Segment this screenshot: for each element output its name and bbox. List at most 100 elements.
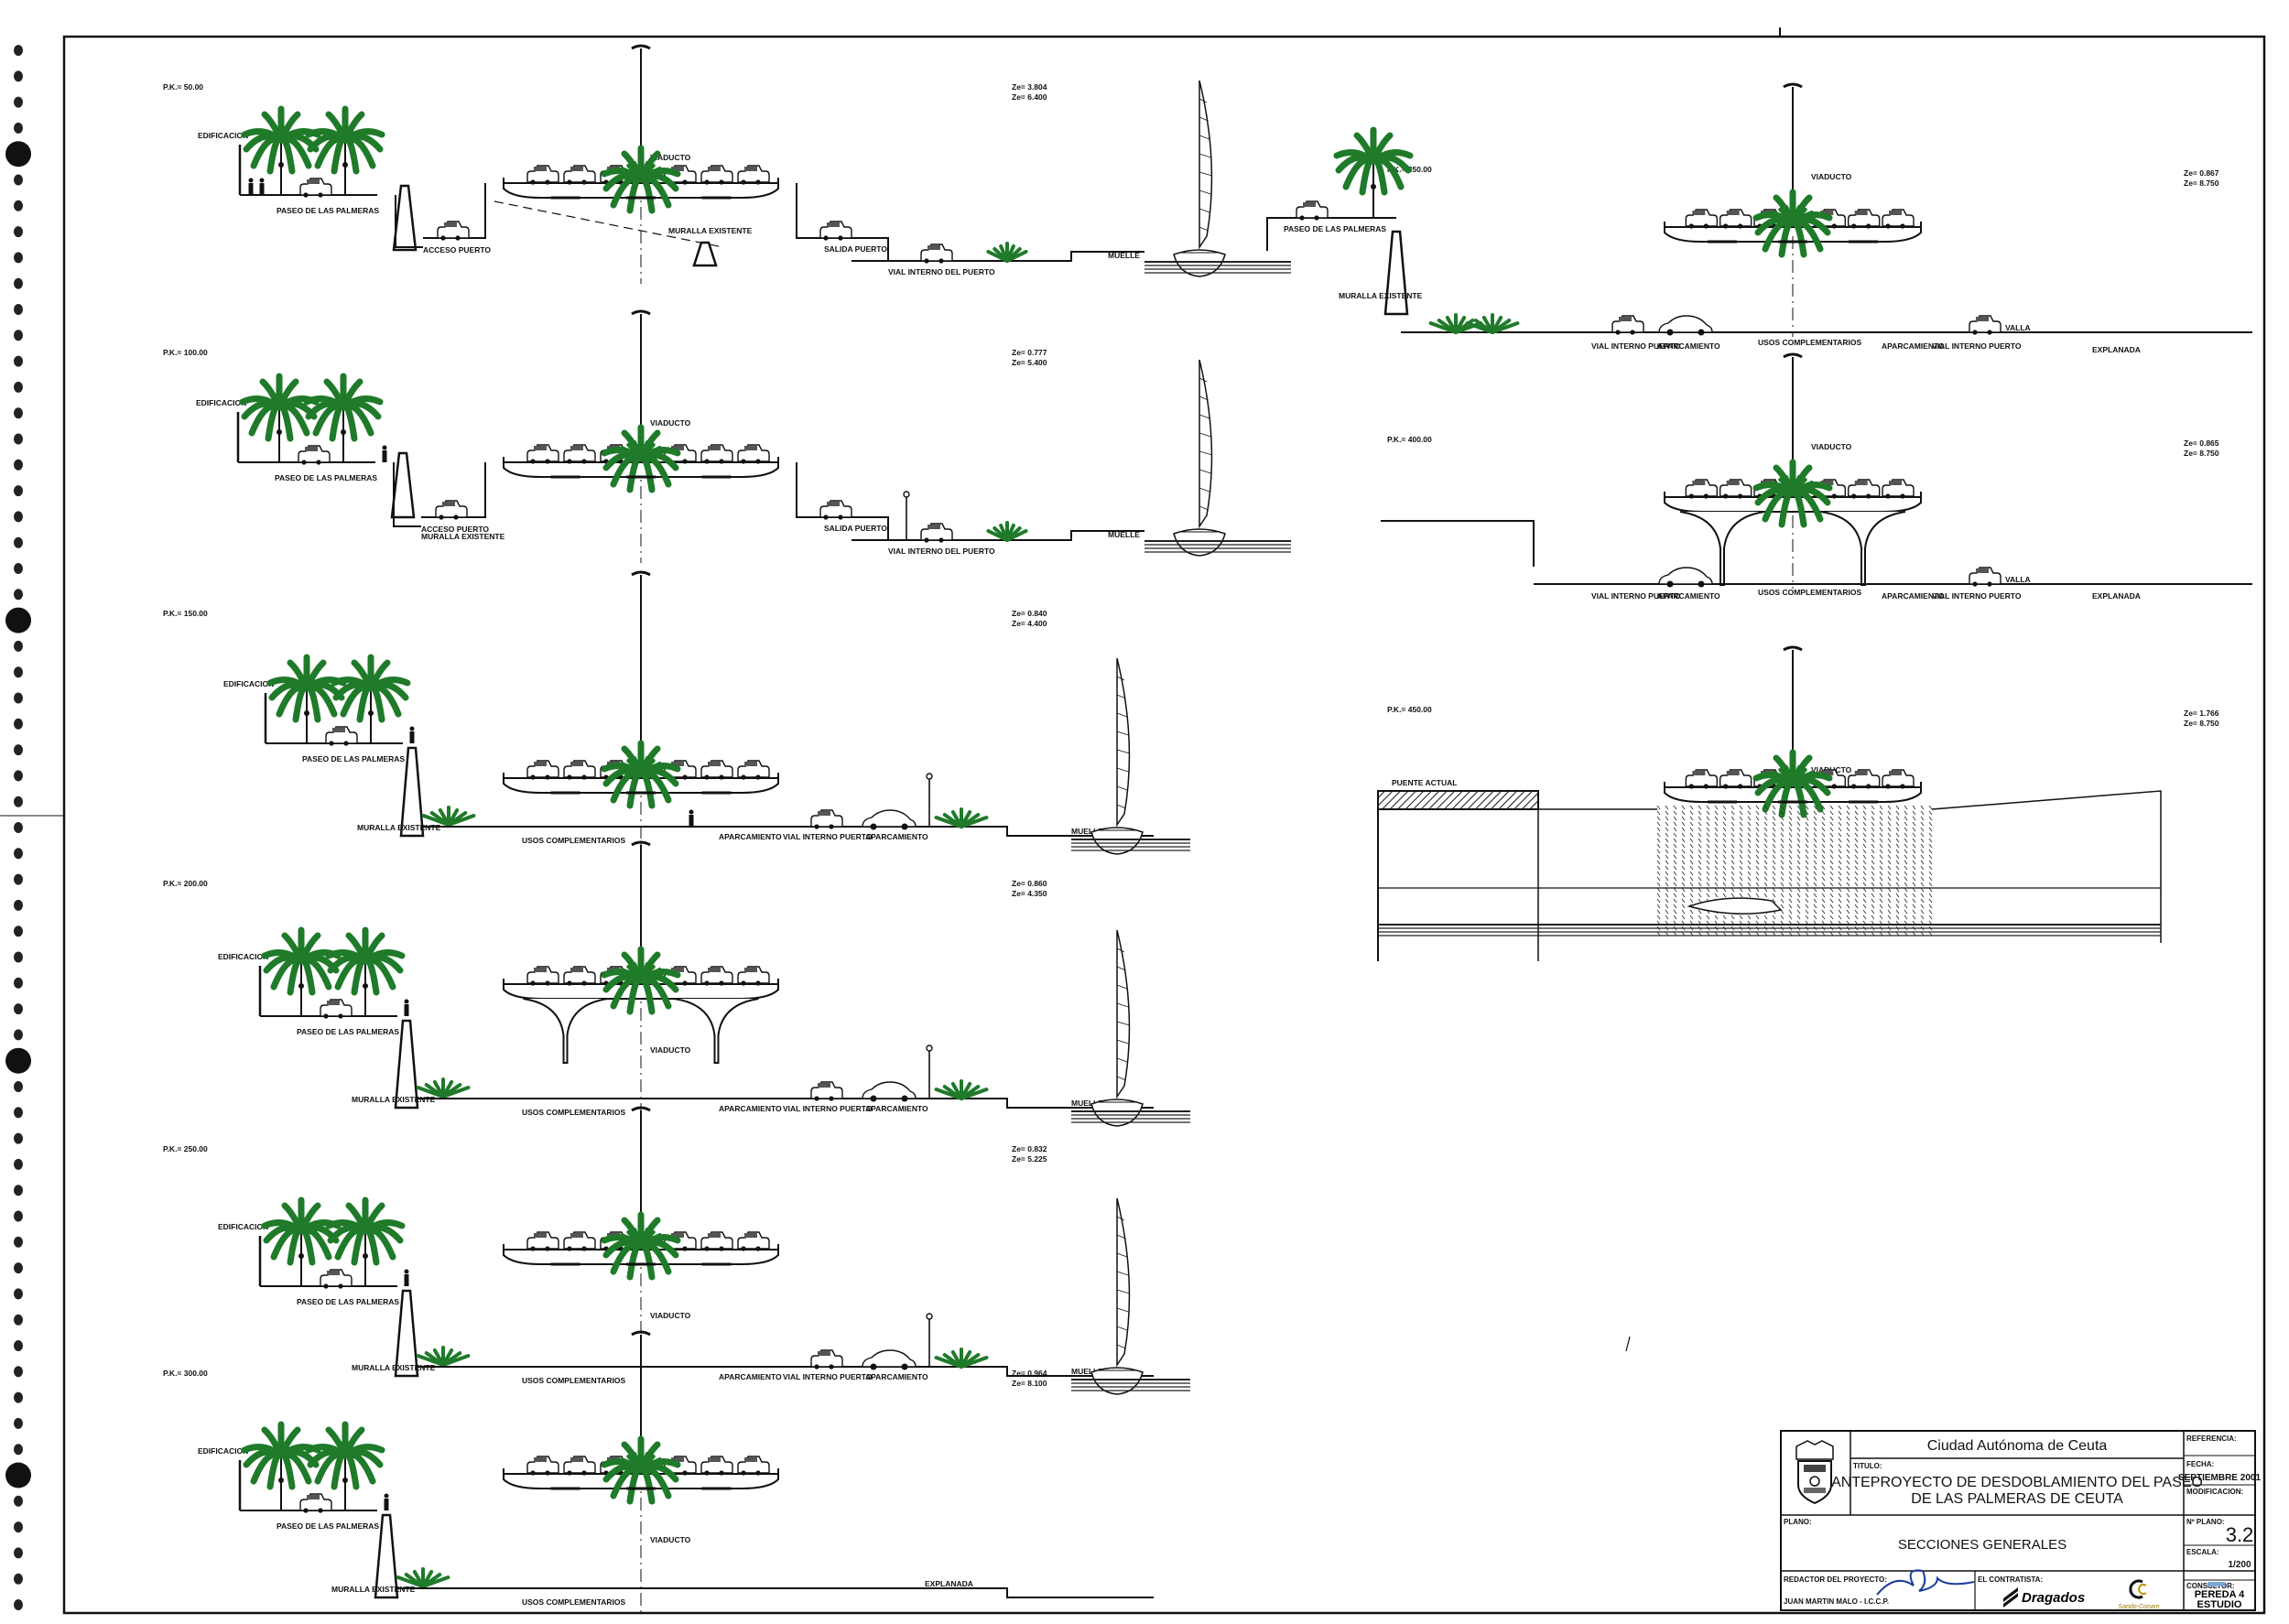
label-muelle: MUELLE — [1071, 1099, 1103, 1108]
car-wheel — [1615, 330, 1621, 335]
binder-hole — [14, 330, 23, 341]
label-usos: USOS COMPLEMENTARIOS — [522, 1597, 626, 1607]
texture-mark — [1854, 849, 1859, 854]
label-edificacion: EDIFICACION — [218, 1222, 268, 1231]
texture-mark — [1805, 860, 1809, 865]
texture-mark — [1747, 882, 1752, 887]
shrub-leaf — [1491, 321, 1520, 334]
binder-hole — [14, 692, 23, 704]
viaduct-deck — [503, 946, 779, 1064]
binder-hole — [14, 1003, 23, 1015]
car-wheel — [924, 537, 929, 543]
texture-mark — [1904, 821, 1908, 827]
plano-label: PLANO: — [1784, 1518, 1812, 1526]
shrub-icon — [416, 1077, 471, 1099]
texture-mark — [1755, 805, 1760, 810]
pk-label: P.K.= 300.00 — [163, 1369, 208, 1378]
car-window — [1692, 211, 1706, 215]
texture-mark — [1755, 810, 1760, 816]
texture-mark — [1920, 931, 1925, 937]
texture-mark — [1747, 805, 1752, 810]
car-wheel — [1900, 493, 1905, 499]
car-wheel — [755, 1470, 761, 1476]
texture-mark — [1813, 821, 1817, 827]
car-wheel — [1972, 330, 1978, 335]
texture-mark — [1862, 876, 1867, 882]
texture-mark — [1665, 816, 1669, 821]
texture-mark — [1879, 865, 1883, 871]
texture-mark — [1805, 849, 1809, 854]
sail-line — [1116, 1021, 1131, 1026]
texture-mark — [1862, 816, 1867, 821]
texture-mark — [1862, 931, 1867, 937]
car-window — [1619, 317, 1632, 321]
texture-mark — [1772, 810, 1776, 816]
texture-mark — [1846, 827, 1850, 832]
texture-mark — [1895, 865, 1900, 871]
shrub-icon — [934, 807, 989, 828]
car-icon — [563, 760, 596, 780]
texture-mark — [1788, 843, 1793, 849]
car-icon — [700, 165, 733, 185]
redactor-name: JUAN MARTIN MALO - I.C.C.P. — [1784, 1597, 1889, 1606]
texture-mark — [1656, 909, 1661, 915]
sail-line — [1116, 712, 1128, 718]
texture-mark — [1920, 898, 1925, 904]
texture-mark — [1689, 887, 1694, 893]
texture-mark — [1796, 882, 1801, 887]
texture-mark — [1772, 838, 1776, 843]
texture-mark — [1689, 827, 1694, 832]
sail-line — [1199, 487, 1210, 493]
car-window — [928, 525, 940, 529]
car-body — [862, 1081, 917, 1099]
lamp-head — [903, 491, 910, 498]
texture-mark — [1862, 827, 1867, 832]
mast-head — [631, 309, 651, 316]
label-usos: USOS COMPLEMENTARIOS — [1758, 588, 1862, 597]
water-surface — [1378, 924, 2161, 937]
texture-mark — [1854, 821, 1859, 827]
car-window — [1820, 481, 1834, 485]
texture-mark — [1747, 849, 1752, 854]
texture-mark — [1780, 827, 1785, 832]
contratista-name: Dragados — [2022, 1590, 2085, 1606]
texture-mark — [1920, 882, 1925, 887]
sail-line — [1116, 947, 1125, 953]
texture-mark — [1673, 821, 1677, 827]
texture-mark — [1829, 849, 1834, 854]
binder-hole — [14, 1417, 23, 1429]
texture-mark — [1681, 843, 1686, 849]
street-lamp-icon — [926, 1313, 933, 1367]
texture-mark — [1689, 898, 1694, 904]
texture-mark — [1656, 871, 1661, 876]
car-wheel — [823, 235, 829, 241]
texture-mark — [1846, 865, 1850, 871]
title-block: Ciudad Autónoma de Ceuta TITULO: ANTEPRO… — [1780, 1430, 2261, 1611]
texture-mark — [1780, 931, 1785, 937]
label-aparcamiento: APARCAMIENTO — [1882, 591, 1945, 601]
car-body — [320, 1269, 353, 1287]
texture-mark — [1689, 849, 1694, 854]
label-viaducto: VIADUCTO — [650, 1045, 691, 1055]
texture-mark — [1920, 909, 1925, 915]
label-explanada: EXPLANADA — [2092, 591, 2141, 601]
texture-mark — [1821, 810, 1826, 816]
deck-slab — [503, 1249, 779, 1265]
texture-mark — [1772, 931, 1776, 937]
car-wheel — [704, 980, 710, 986]
texture-mark — [1887, 915, 1892, 920]
car-wheel — [1738, 223, 1743, 229]
car-wheel — [870, 823, 877, 830]
car-icon — [1719, 479, 1752, 499]
texture-mark — [1912, 805, 1916, 810]
label-edificacion: EDIFICACION — [218, 952, 268, 961]
label-valla: VALLA — [2005, 575, 2031, 584]
texture-mark — [1788, 865, 1793, 871]
light-mast-icon — [631, 570, 651, 773]
sail-line — [1116, 966, 1126, 971]
car-icon — [526, 760, 559, 780]
texture-mark — [1739, 882, 1743, 887]
texture-mark — [1673, 871, 1677, 876]
texture-mark — [1755, 931, 1760, 937]
